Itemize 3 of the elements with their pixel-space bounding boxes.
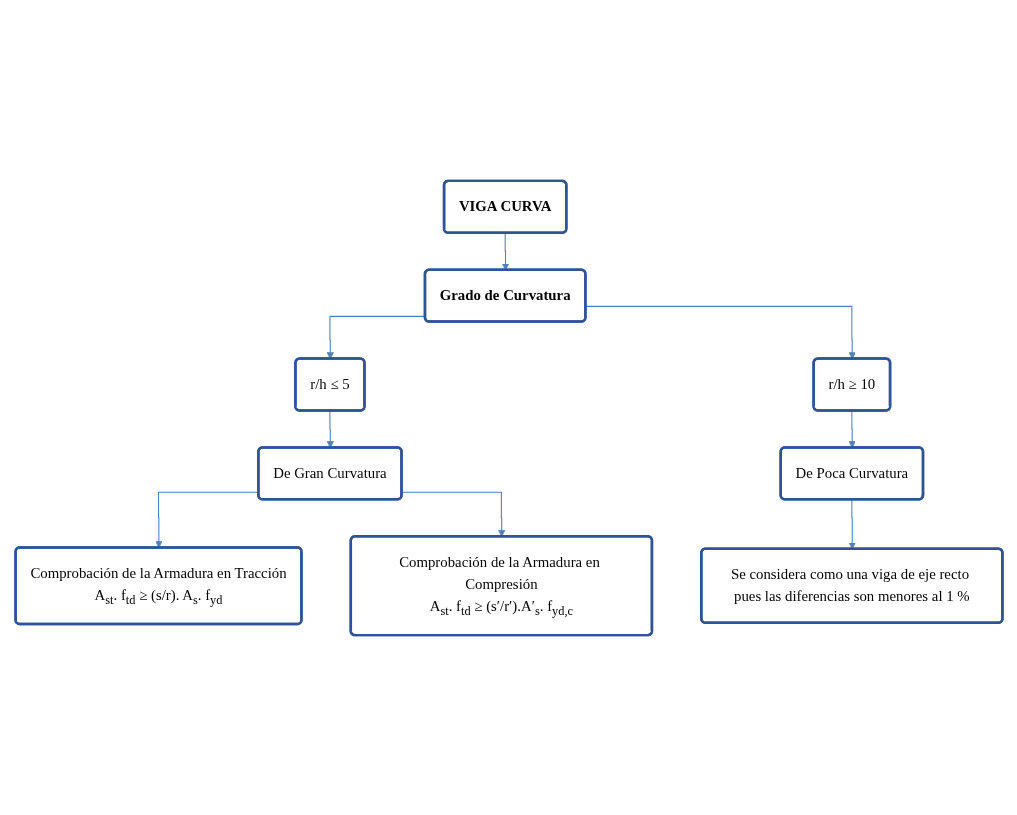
arrow [848,498,856,549]
arrow [584,305,856,359]
arrow [501,232,509,270]
